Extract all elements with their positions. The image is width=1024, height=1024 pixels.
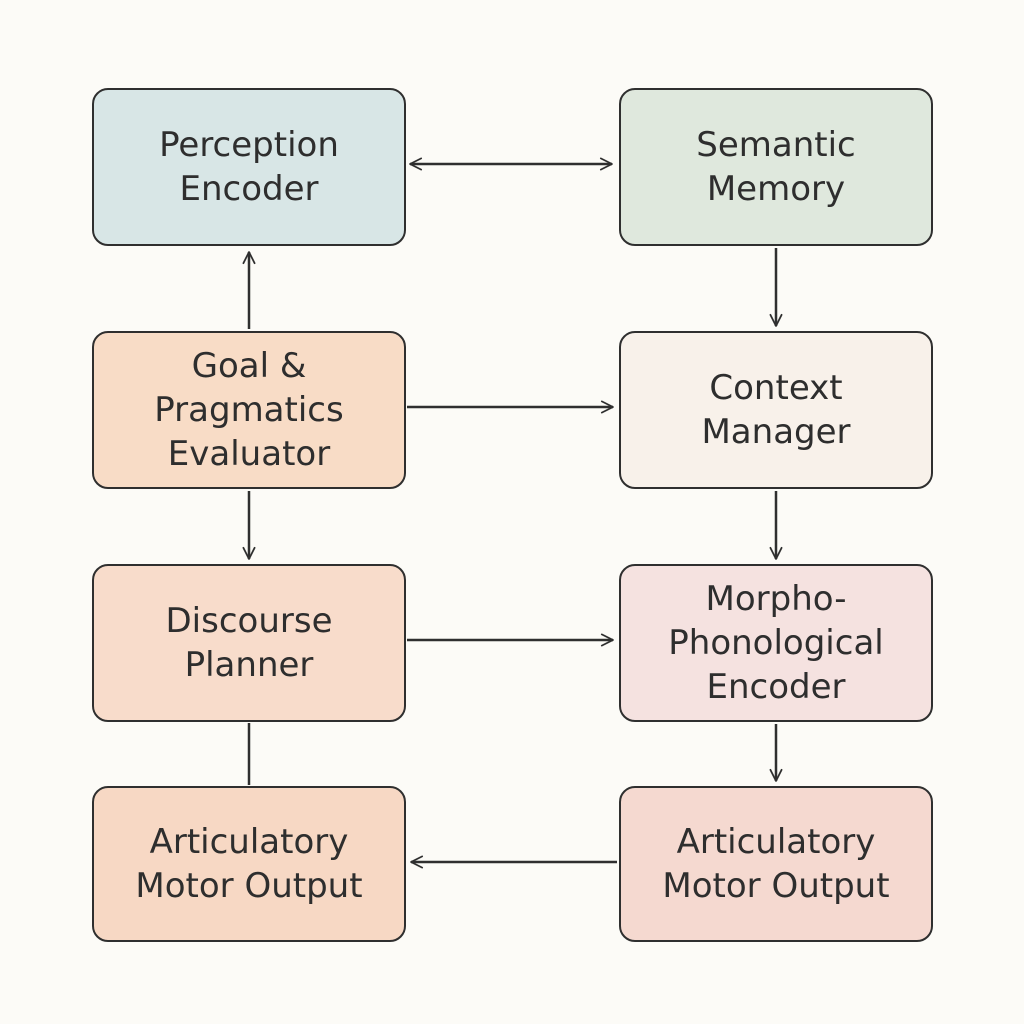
perception-encoder-label: Perception Encoder (159, 125, 339, 209)
semantic-memory-label: Semantic Memory (696, 125, 856, 209)
context-manager-node: Context Manager (619, 331, 933, 489)
articulatory-motor-output-right-label: Articulatory Motor Output (662, 822, 890, 906)
goal-pragmatics-evaluator-label: Goal & Pragmatics Evaluator (154, 346, 344, 474)
articulatory-motor-output-right-node: Articulatory Motor Output (619, 786, 933, 942)
goal-pragmatics-evaluator-node: Goal & Pragmatics Evaluator (92, 331, 406, 489)
semantic-memory-node: Semantic Memory (619, 88, 933, 246)
discourse-planner-label: Discourse Planner (165, 601, 333, 685)
discourse-planner-node: Discourse Planner (92, 564, 406, 722)
perception-encoder-node: Perception Encoder (92, 88, 406, 246)
morpho-phonological-encoder-node: Morpho- Phonological Encoder (619, 564, 933, 722)
articulatory-motor-output-left-label: Articulatory Motor Output (135, 822, 363, 906)
morpho-phonological-encoder-label: Morpho- Phonological Encoder (668, 579, 884, 707)
articulatory-motor-output-left-node: Articulatory Motor Output (92, 786, 406, 942)
context-manager-label: Context Manager (701, 368, 851, 452)
